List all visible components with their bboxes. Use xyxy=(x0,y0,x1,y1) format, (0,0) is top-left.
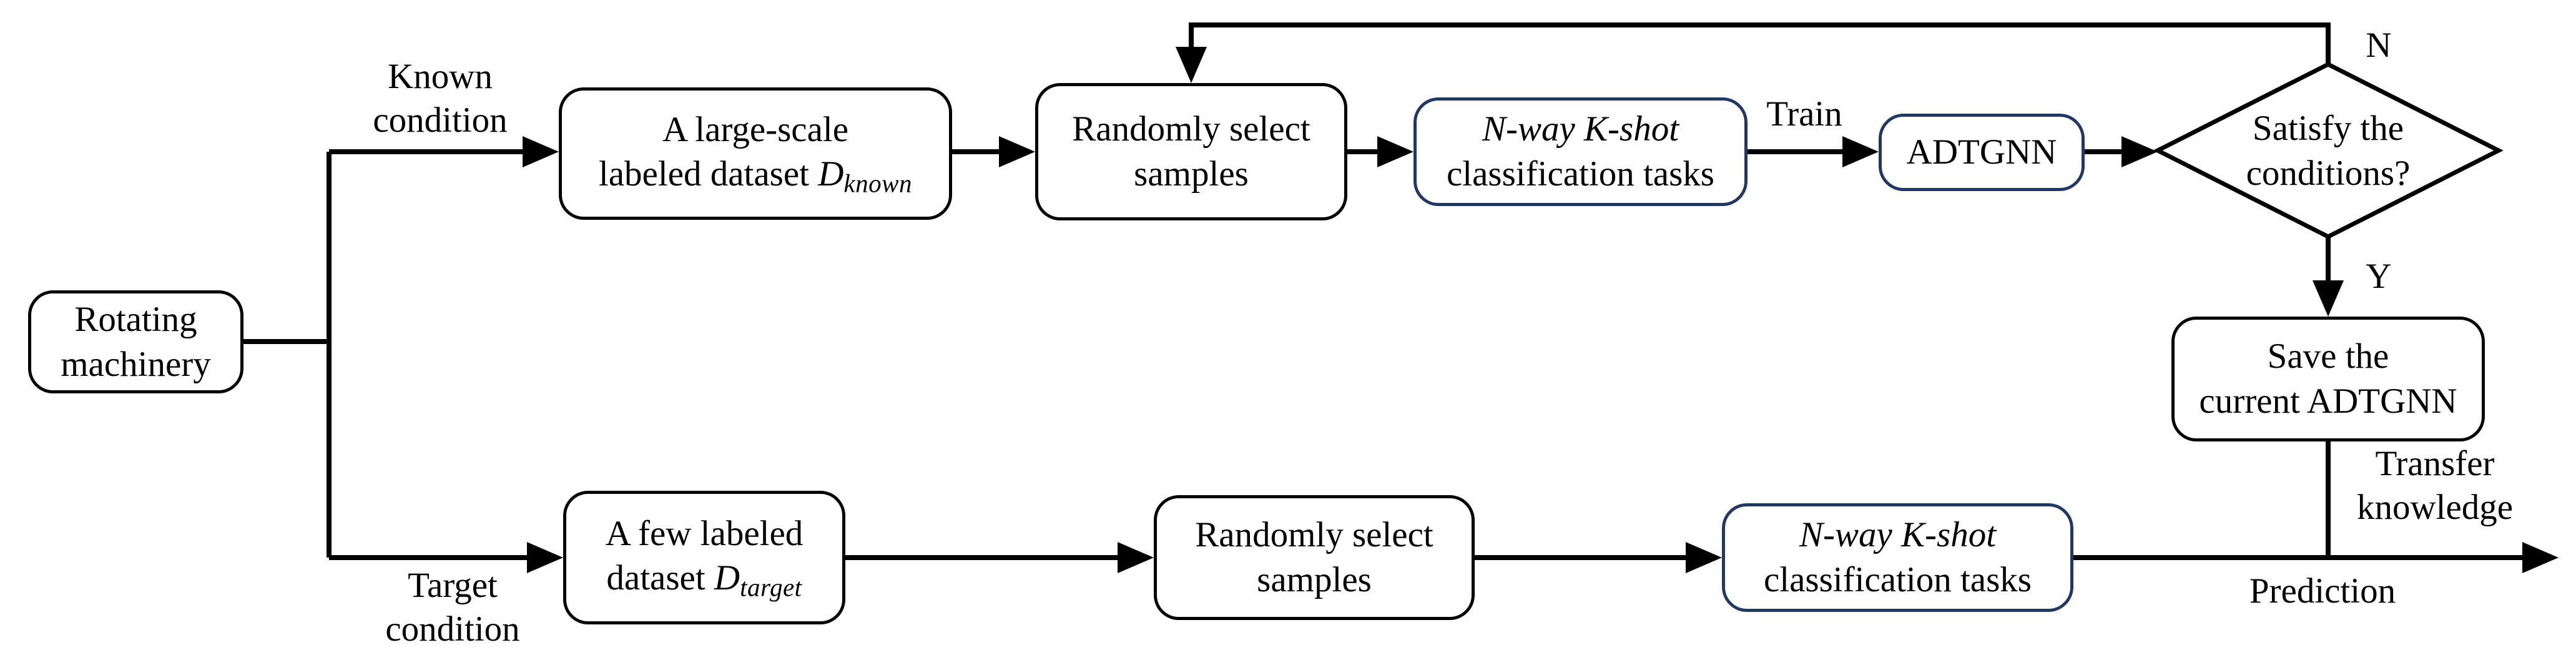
decision-line2: conditions? xyxy=(2246,154,2411,193)
label-target-condition-line1: Target xyxy=(408,566,498,605)
few-dataset-prefix: dataset xyxy=(606,558,714,598)
label-target-condition: Target condition xyxy=(359,564,546,651)
node-known-dataset-line1: A large-scale xyxy=(662,109,849,149)
arrowhead-loop-into-select-top xyxy=(1176,47,1207,83)
node-save-line1: Save the xyxy=(2267,337,2389,377)
edge-feedback-loop xyxy=(1189,22,2331,64)
node-nway-top-line1: N-way K-shot xyxy=(1482,109,1679,149)
label-target-condition-line2: condition xyxy=(385,609,520,649)
node-known-dataset-line2: labeled dataset Dknown xyxy=(599,152,912,200)
node-save-line2: current ADTGNN xyxy=(2199,382,2457,421)
node-rotating-line1: Rotating xyxy=(74,299,197,339)
few-dataset-subscript: target xyxy=(740,573,802,602)
node-save-model: Save the current ADTGNN xyxy=(2171,317,2485,441)
label-no: N xyxy=(2366,26,2392,65)
node-adtgnn: ADTGNN xyxy=(1879,114,2085,191)
node-adtgnn-label: ADTGNN xyxy=(1906,132,2057,172)
arrowhead-into-nway-bottom xyxy=(1686,542,1722,573)
label-prediction: Prediction xyxy=(2249,571,2396,611)
node-random-select-bottom-line2: samples xyxy=(1257,560,1372,599)
node-rotating-line2: machinery xyxy=(61,344,211,384)
node-nway-bottom: N-way K-shot classification tasks xyxy=(1722,503,2073,612)
node-decision-text: Satisfy the conditions? xyxy=(2188,94,2469,209)
label-known-condition-line2: condition xyxy=(373,100,508,140)
label-known-condition: Known condition xyxy=(347,55,534,142)
node-random-select-bottom: Randomly select samples xyxy=(1154,495,1475,620)
label-transfer-knowledge: Transfer knowledge xyxy=(2335,442,2535,529)
node-nway-top: N-way K-shot classification tasks xyxy=(1413,97,1748,206)
label-transfer-line2: knowledge xyxy=(2356,487,2514,527)
node-few-dataset-line2: dataset Dtarget xyxy=(606,556,802,604)
node-random-select-top-line1: Randomly select xyxy=(1072,109,1310,149)
arrowhead-into-nway-top xyxy=(1377,136,1413,167)
node-few-dataset-line1: A few labeled xyxy=(605,513,804,553)
label-train: Train xyxy=(1766,94,1842,134)
known-dataset-subscript: known xyxy=(843,169,913,198)
arrowhead-into-select-bottom xyxy=(1118,542,1154,573)
node-random-select-top-line2: samples xyxy=(1134,154,1249,194)
node-few-dataset: A few labeled dataset Dtarget xyxy=(563,491,845,624)
known-dataset-symbol: D xyxy=(818,154,844,194)
node-known-dataset: A large-scale labeled dataset Dknown xyxy=(559,87,952,220)
known-dataset-prefix: labeled dataset xyxy=(598,154,819,194)
decision-diamond-shape xyxy=(2153,62,2504,239)
node-nway-bottom-line1: N-way K-shot xyxy=(1799,515,1997,555)
node-nway-top-line2: classification tasks xyxy=(1447,154,1714,194)
node-random-select-bottom-line1: Randomly select xyxy=(1195,515,1433,555)
decision-line1: Satisfy the xyxy=(2252,109,2404,149)
arrowhead-prediction-out xyxy=(2522,542,2559,573)
few-dataset-symbol: D xyxy=(714,558,740,598)
node-rotating-machinery: Rotating machinery xyxy=(28,290,243,393)
label-yes: Y xyxy=(2366,257,2392,296)
label-known-condition-line1: Known xyxy=(388,57,493,96)
arrowhead-into-few-dataset xyxy=(527,542,563,573)
node-random-select-top: Randomly select samples xyxy=(1035,83,1347,220)
arrowhead-into-select-top xyxy=(999,136,1035,167)
node-nway-bottom-line2: classification tasks xyxy=(1764,560,2032,599)
arrowhead-into-known-dataset xyxy=(523,136,559,167)
arrowhead-into-save xyxy=(2313,280,2344,317)
label-transfer-line1: Transfer xyxy=(2375,444,2495,483)
arrowhead-into-decision xyxy=(2121,136,2158,167)
arrowhead-into-adtgnn xyxy=(1842,136,1879,167)
